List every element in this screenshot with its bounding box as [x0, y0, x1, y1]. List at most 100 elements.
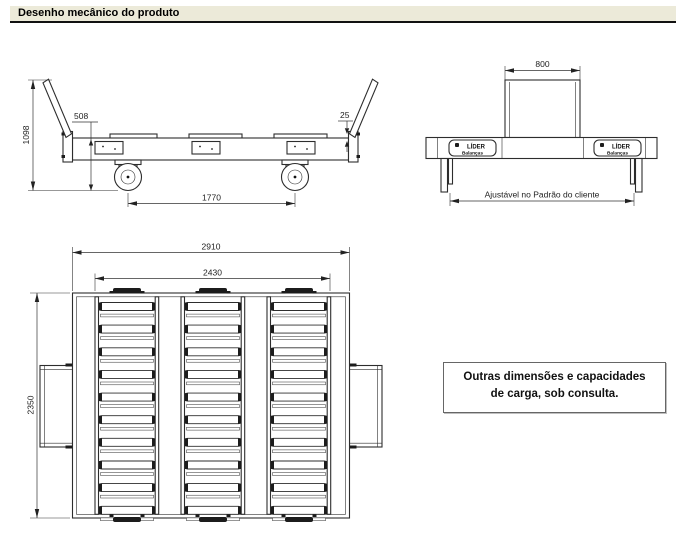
slat-cap — [185, 506, 188, 515]
slat-groove — [272, 381, 326, 386]
slat-groove — [272, 427, 326, 431]
slat-cap — [99, 506, 102, 515]
caster-wheel — [280, 159, 310, 192]
slat-groove — [272, 313, 326, 318]
slat-cap — [185, 325, 188, 334]
slat-cap — [152, 370, 155, 379]
slat-cap — [271, 506, 274, 515]
slat — [270, 460, 328, 470]
caster-wheel — [113, 159, 143, 192]
slat-cap — [324, 483, 327, 492]
slat — [184, 415, 242, 425]
slat-cap — [271, 370, 274, 379]
slat-groove — [272, 404, 326, 408]
slat — [98, 324, 156, 334]
slat — [270, 369, 328, 379]
dim-total-height: 1098 — [21, 125, 31, 144]
slat-groove — [186, 359, 240, 363]
slat-groove — [186, 449, 240, 453]
slat-cap — [238, 415, 241, 424]
clamp-tab — [285, 288, 313, 293]
slat-cap — [99, 438, 102, 447]
logo-brand: LÍDER — [612, 143, 631, 151]
scale-icon — [455, 143, 459, 147]
slat-cap — [99, 461, 102, 469]
slat-cap — [238, 438, 241, 447]
column-rail — [154, 296, 160, 515]
side-tab-right — [348, 363, 383, 449]
face-bracket — [191, 140, 221, 155]
slat — [270, 347, 328, 357]
hinge-pin — [61, 155, 65, 158]
side-view: 1098 508 25 1770 — [21, 78, 379, 207]
slat-groove — [272, 472, 326, 476]
note-line-2: de carga, sob consulta. — [490, 388, 619, 400]
face-bracket — [94, 140, 124, 155]
dim-top-thickness: 25 — [340, 110, 350, 120]
slat — [184, 460, 242, 470]
slat — [184, 369, 242, 379]
slat-cap — [271, 325, 274, 334]
slat-cap — [324, 302, 327, 311]
slat-cap — [324, 370, 327, 379]
hinge-pin — [356, 132, 360, 136]
slat — [98, 483, 156, 493]
right-arm — [348, 78, 379, 139]
left-arm — [42, 78, 73, 139]
slat-cap — [152, 393, 155, 402]
slat-cap — [271, 483, 274, 492]
logo-sub: Balanças — [607, 151, 628, 157]
adjustable-label: Ajustável no Padrão do cliente — [485, 190, 600, 200]
clamp-tab — [113, 288, 141, 293]
column-rail — [94, 296, 100, 515]
side-tab-left — [39, 363, 74, 449]
slat-cap — [99, 415, 102, 424]
slat — [184, 505, 242, 515]
page-title: Desenho mecânico do produto — [10, 6, 676, 23]
slat-cap — [271, 393, 274, 402]
slat-cap — [185, 393, 188, 402]
slat-cap — [185, 483, 188, 492]
slat-cap — [185, 461, 188, 469]
center-column — [504, 79, 581, 139]
slat-column — [98, 302, 156, 521]
slat-cap — [271, 302, 274, 311]
slat-cap — [324, 461, 327, 469]
slat-cap — [238, 461, 241, 469]
slat-cap — [238, 483, 241, 492]
clamp-tab — [113, 517, 141, 522]
dim-axle-distance: 1770 — [202, 193, 221, 203]
consult-note-box: Outras dimensões e capacidades de carga,… — [443, 362, 666, 413]
adjustable-leg — [629, 157, 643, 193]
slat-cap — [271, 415, 274, 424]
slat-cap — [238, 347, 241, 356]
logo-brand: LÍDER — [467, 143, 486, 151]
slat-cap — [238, 302, 241, 311]
slat-cap — [238, 506, 241, 515]
slat-cap — [324, 347, 327, 356]
slat — [184, 302, 242, 311]
slat-cap — [152, 347, 155, 356]
adjustable-leg — [440, 157, 454, 193]
slat-cap — [324, 438, 327, 447]
slat-groove — [186, 472, 240, 476]
slat-cap — [99, 393, 102, 402]
dim-width: 2350 — [26, 395, 36, 414]
slat-cap — [238, 393, 241, 402]
slat-groove — [100, 449, 154, 453]
slat-cap — [185, 347, 188, 356]
slat-cap — [152, 302, 155, 311]
logo-sub: Balanças — [462, 151, 483, 157]
slat-cap — [271, 461, 274, 469]
dim-inner-length: 2430 — [203, 268, 222, 278]
slat-cap — [152, 325, 155, 334]
slat — [270, 437, 328, 447]
slat-groove — [100, 336, 154, 340]
slat-cap — [238, 325, 241, 334]
slat-groove — [100, 404, 154, 408]
dim-outer-length: 2910 — [202, 242, 221, 252]
logo-plate: LÍDER Balanças — [448, 139, 497, 157]
slat-cap — [271, 347, 274, 356]
slat-cap — [185, 302, 188, 311]
slat-cap — [271, 438, 274, 447]
